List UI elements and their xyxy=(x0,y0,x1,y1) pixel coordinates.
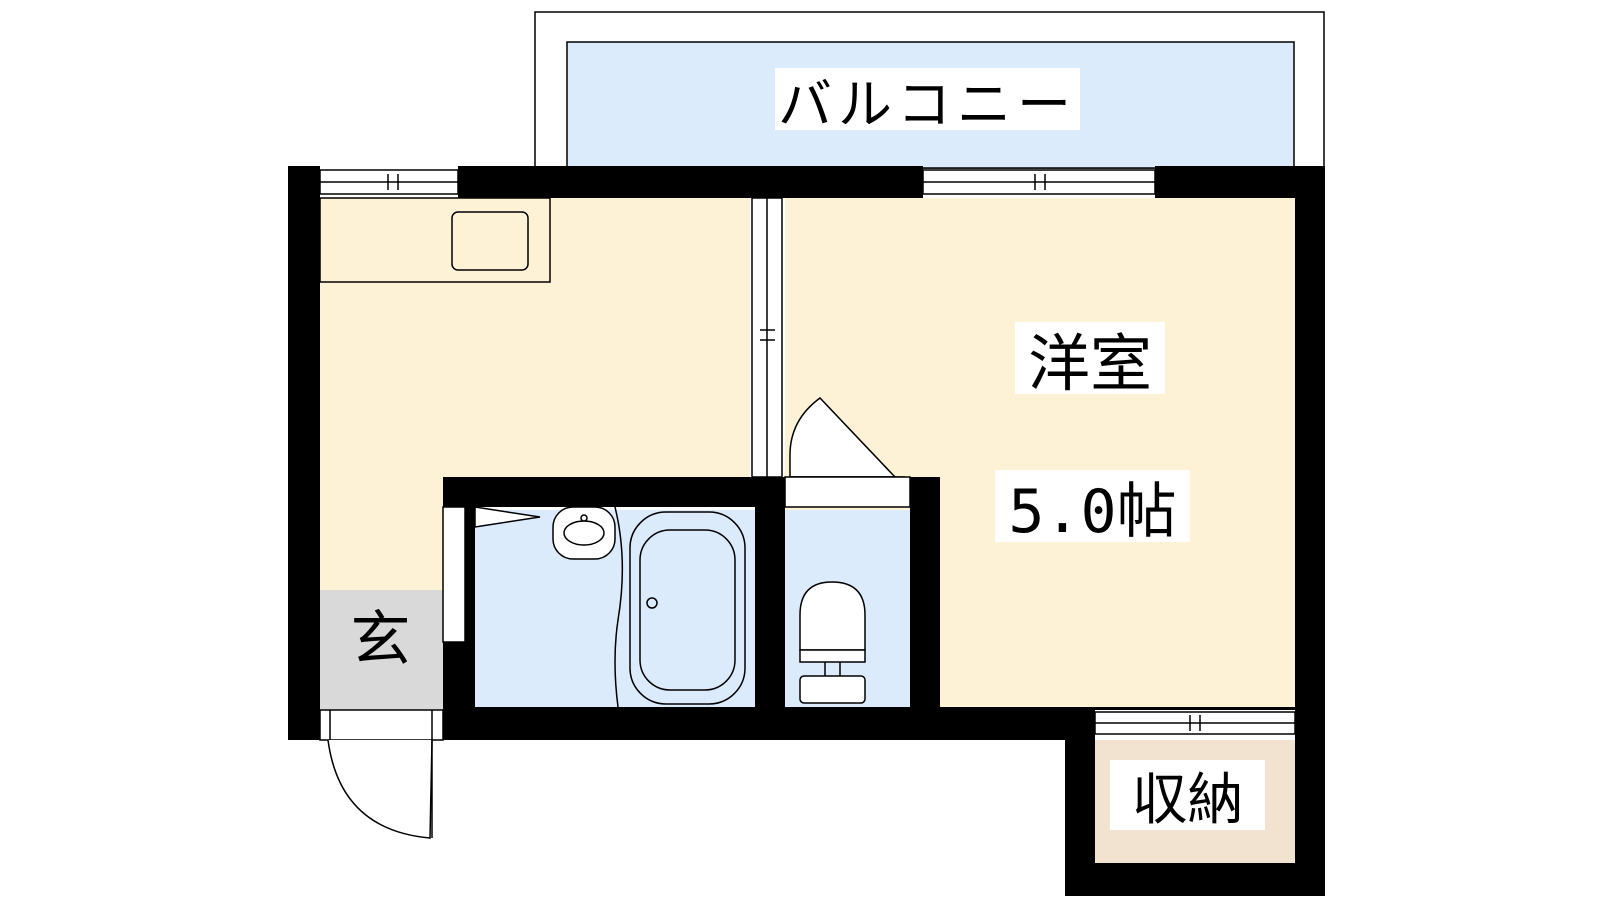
window-kitchen xyxy=(319,169,459,195)
kitchen-counter xyxy=(319,197,551,283)
bathroom-door xyxy=(442,506,541,643)
bathtub-icon xyxy=(614,506,746,708)
kitchen-floor xyxy=(320,198,750,480)
window-storage xyxy=(1094,711,1296,735)
western-room-label: 洋室 xyxy=(1015,322,1165,400)
window-western-room xyxy=(922,169,1156,195)
entrance-label: 玄 xyxy=(350,605,411,675)
western-room-size-label: 5.0帖 xyxy=(995,470,1190,547)
entrance-door xyxy=(319,709,444,839)
balcony-area xyxy=(534,11,1325,169)
washbasin-icon xyxy=(552,506,616,560)
sliding-partition xyxy=(751,197,783,478)
entrance-floor xyxy=(320,590,443,710)
kitchen-floor-lower xyxy=(320,480,443,590)
sink-icon xyxy=(451,211,529,271)
balcony-label: バルコニー xyxy=(775,68,1080,136)
storage-label: 収納 xyxy=(1110,760,1265,833)
toilet-icon xyxy=(799,581,866,704)
